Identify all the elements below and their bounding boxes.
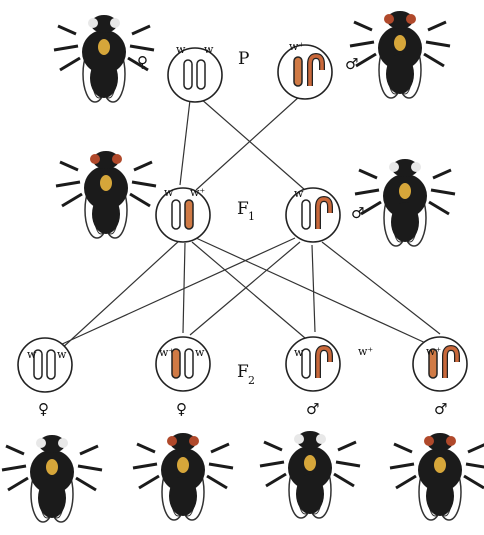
x-chromosome-white — [196, 59, 206, 90]
generation-label-f1: F 1 — [237, 199, 255, 223]
line-f1male-f2c — [311, 244, 316, 333]
line-pfemale-f1male — [199, 97, 306, 191]
male-symbol: ♂ — [351, 204, 364, 222]
fly-f2-female-white-eyed — [0, 433, 104, 524]
line-f1female-f2c — [191, 241, 306, 339]
x-chromosome-white — [184, 348, 194, 379]
cell-p-male: w⁺ — [277, 40, 333, 100]
allele-label: w⁺ — [426, 345, 441, 358]
cell-f2-male-2: w⁺ — [412, 336, 468, 392]
generation-label-f1-sub: 1 — [248, 210, 255, 223]
male-symbol: ♂ — [345, 55, 358, 73]
cell-p-female: w w — [167, 43, 223, 103]
male-symbol: ♂ — [306, 400, 319, 418]
x-chromosome-red — [293, 56, 303, 87]
allele-label: w — [27, 348, 37, 361]
line-pfemale-f1female — [179, 99, 191, 186]
fly-f1-male-white-eyed — [353, 157, 457, 248]
allele-label: w⁺ — [159, 346, 174, 359]
cell-f1-male: w — [285, 187, 341, 243]
x-chromosome-white — [183, 59, 193, 90]
fly-f2-female-red-eyed — [131, 431, 235, 522]
cell-f1-female: w w⁺ — [155, 186, 211, 243]
cell-f2-female-1: w w — [17, 337, 73, 393]
floating-allele-label: w⁺ — [358, 345, 373, 358]
generation-label-f2-sub: 2 — [248, 374, 255, 387]
y-chromosome — [316, 346, 332, 378]
line-f1male-f2a — [59, 237, 296, 346]
allele-label: w — [294, 346, 304, 359]
line-f1male-f2b — [189, 241, 301, 336]
y-chromosome — [316, 197, 332, 229]
fly-f2-male-white-eyed — [258, 429, 362, 520]
allele-label: w — [164, 186, 174, 199]
line-pmale-f1female — [195, 95, 301, 191]
fly-f1-female-red-eyed — [54, 149, 158, 240]
cross-lines — [59, 95, 441, 351]
y-chromosome — [308, 54, 324, 86]
line-f1male-f2d — [321, 241, 441, 335]
cell-f2-male-1: w — [285, 336, 341, 392]
allele-label: w — [195, 346, 205, 359]
female-symbol: ♀ — [176, 400, 187, 418]
male-symbol: ♂ — [434, 400, 447, 418]
cell-f2-female-2: w⁺ w — [155, 336, 211, 392]
x-chromosome-white — [33, 349, 43, 380]
x-chromosome-white — [171, 199, 181, 230]
fly-f2-male-red-eyed — [388, 431, 484, 522]
x-chromosome-white — [301, 348, 311, 379]
y-chromosome — [443, 346, 459, 378]
fly-p-male-red-eyed — [348, 9, 452, 100]
x-chromosome-white — [46, 349, 56, 380]
x-chromosome-red — [184, 199, 194, 230]
allele-label: w — [204, 43, 214, 56]
allele-label: w — [57, 348, 67, 361]
line-f1female-f2d — [195, 237, 431, 346]
generation-label-f2: F 2 — [237, 362, 255, 387]
generation-label-f1-base: F — [237, 199, 249, 219]
generation-label-p: P — [238, 49, 249, 69]
allele-label: w⁺ — [190, 186, 205, 199]
female-symbol: ♀ — [137, 53, 148, 71]
allele-label: w⁺ — [289, 40, 304, 53]
x-chromosome-red — [171, 348, 181, 379]
generation-label-f2-base: F — [237, 362, 249, 382]
allele-label: w — [294, 187, 304, 200]
female-symbol: ♀ — [38, 400, 49, 418]
x-chromosome-red — [428, 348, 438, 379]
line-f1female-f2a — [59, 239, 181, 351]
x-chromosome-white — [301, 199, 311, 230]
allele-label: w — [176, 43, 186, 56]
